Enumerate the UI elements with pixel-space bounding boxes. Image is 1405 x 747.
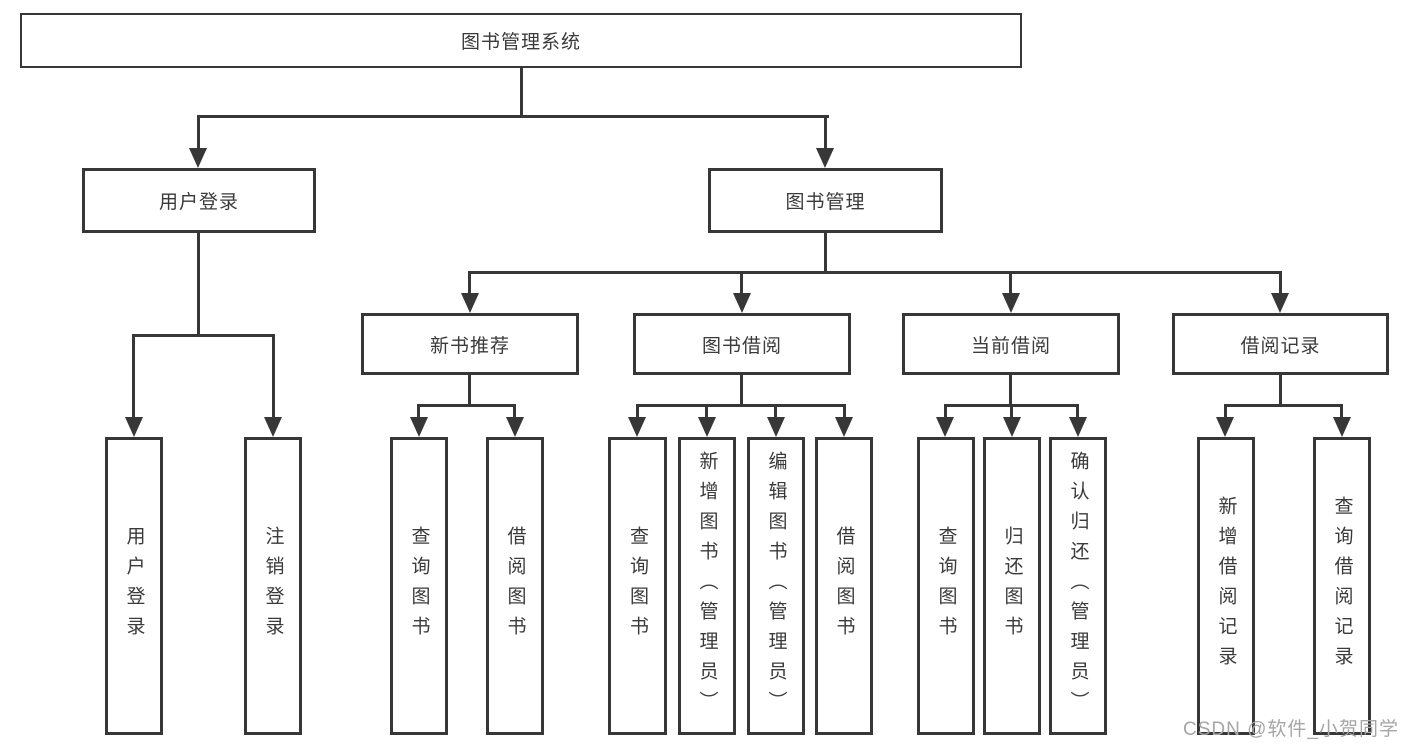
edge-drop-query-books-1 — [417, 404, 420, 422]
node-leaf-add-borrow-record: 新增借阅记录 — [1197, 437, 1255, 735]
arrowhead-borrow-books-1 — [506, 417, 524, 437]
arrowhead-book-borrowing — [733, 293, 751, 313]
edge-current-borrowing-stem — [1009, 375, 1012, 406]
edge-drop-add-books — [705, 404, 708, 422]
edge-level3-rail — [468, 271, 1282, 274]
node-leaf-query-books-recommend: 查询图书 — [390, 437, 448, 735]
arrowhead-query-books-1 — [410, 417, 428, 437]
node-leaf-query-books-borrowing: 查询图书 — [608, 437, 667, 735]
edge-borrowing-records-stem — [1279, 375, 1282, 406]
node-leaf-edit-books-admin: 编辑图书（管理员） — [747, 437, 805, 735]
arrowhead-return-books — [1003, 417, 1021, 437]
edge-book-borrowing-stem — [740, 375, 743, 406]
edge-drop-confirm-return — [1076, 404, 1079, 422]
arrowhead-edit-books — [767, 417, 785, 437]
edge-drop-login-leaf — [132, 334, 135, 420]
edge-root-stem — [520, 68, 523, 118]
node-book-borrowing: 图书借阅 — [633, 313, 851, 375]
node-leaf-borrow-books-borrowing: 借阅图书 — [815, 437, 873, 735]
node-leaf-query-borrow-record: 查询借阅记录 — [1313, 437, 1371, 735]
arrowhead-confirm-return — [1069, 417, 1087, 437]
edge-drop-query-books-3 — [944, 404, 947, 422]
node-leaf-add-books-admin: 新增图书（管理员） — [678, 437, 736, 735]
edge-new-book-recommend-stem — [468, 375, 471, 406]
node-leaf-borrow-books-recommend: 借阅图书 — [486, 437, 544, 735]
edge-user-login-stem — [197, 233, 200, 337]
edge-drop-book-borrowing — [740, 271, 743, 295]
node-leaf-logout: 注销登录 — [244, 437, 302, 735]
arrowhead-user-login — [189, 148, 207, 168]
node-book-management: 图书管理 — [708, 168, 943, 233]
edge-drop-return-books — [1010, 404, 1013, 422]
arrowhead-add-record — [1216, 417, 1234, 437]
edge-drop-book-management — [824, 115, 827, 151]
arrowhead-add-books — [698, 417, 716, 437]
arrowhead-borrow-books-2 — [835, 417, 853, 437]
node-leaf-return-books: 归还图书 — [983, 437, 1041, 735]
edge-drop-query-record — [1340, 404, 1343, 422]
edge-book-management-stem — [824, 233, 827, 274]
edge-drop-borrow-books-1 — [513, 404, 516, 422]
arrowhead-book-management — [816, 148, 834, 168]
arrowhead-query-books-2 — [628, 417, 646, 437]
edge-borrowing-records-rail — [1224, 404, 1343, 407]
node-library-management-system: 图书管理系统 — [20, 13, 1022, 68]
edge-book-borrowing-rail — [636, 404, 846, 407]
arrowhead-query-record — [1333, 417, 1351, 437]
node-leaf-query-books-current: 查询图书 — [917, 437, 975, 735]
edge-level2-rail — [197, 115, 829, 118]
arrowhead-query-books-3 — [936, 417, 954, 437]
arrowhead-login-leaf — [125, 417, 143, 437]
edge-drop-logout-leaf — [272, 334, 275, 420]
node-borrowing-records: 借阅记录 — [1172, 313, 1389, 375]
arrowhead-new-book-recommend — [461, 293, 479, 313]
arrowhead-borrowing-records — [1271, 293, 1289, 313]
edge-drop-user-login — [197, 115, 200, 151]
arrowhead-current-borrowing — [1002, 293, 1020, 313]
edge-drop-borrowing-records — [1279, 271, 1282, 295]
node-user-login: 用户登录 — [82, 168, 316, 233]
edge-drop-edit-books — [774, 404, 777, 422]
edge-user-login-rail — [132, 334, 275, 337]
node-leaf-user-login: 用户登录 — [105, 437, 163, 735]
node-leaf-confirm-return-admin: 确认归还（管理员） — [1049, 437, 1107, 735]
node-new-book-recommend: 新书推荐 — [361, 313, 579, 375]
edge-new-book-recommend-rail — [417, 404, 516, 407]
edge-drop-add-record — [1224, 404, 1227, 422]
edge-drop-borrow-books-2 — [843, 404, 846, 422]
edge-drop-current-borrowing — [1009, 271, 1012, 295]
csdn-watermark: CSDN @软件_小贺同学 — [1183, 719, 1399, 740]
node-current-borrowing: 当前借阅 — [902, 313, 1120, 375]
arrowhead-logout-leaf — [264, 417, 282, 437]
edge-drop-new-book-recommend — [468, 271, 471, 295]
edge-drop-query-books-2 — [636, 404, 639, 422]
